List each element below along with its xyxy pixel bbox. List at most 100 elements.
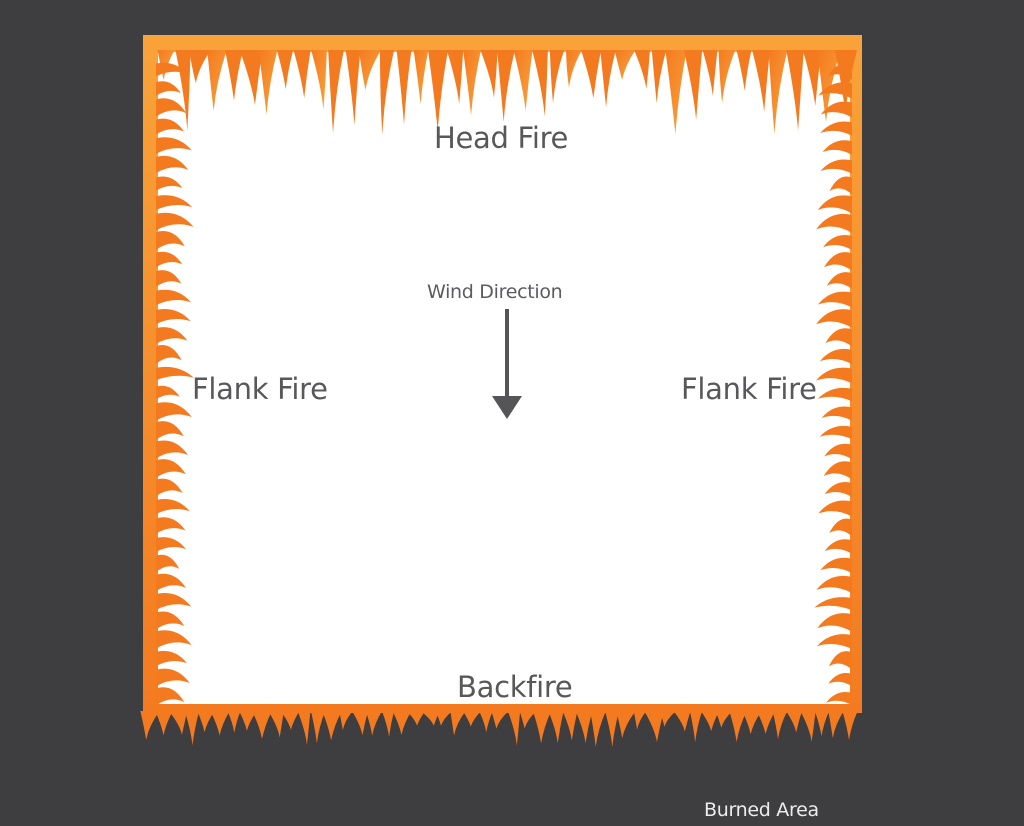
flame-tongue (673, 711, 691, 732)
flame-tongue (446, 50, 464, 104)
flame-tongue (345, 50, 361, 126)
flame-tongue (817, 195, 852, 214)
flame-tongue (379, 50, 395, 135)
flame-tongue (311, 50, 327, 110)
flame-tongue (156, 650, 187, 667)
flame-tongue (239, 711, 257, 731)
flame-tongue (816, 634, 852, 650)
flame-tongue (156, 137, 192, 154)
flame-tongue (435, 711, 453, 726)
flame-tongue (820, 159, 852, 174)
flame-tongue (665, 50, 687, 135)
flame-tongue (786, 711, 802, 733)
flame-tongue (819, 425, 852, 440)
flame-tongue (310, 711, 326, 744)
flame-tongue (175, 50, 191, 131)
flame-tongue (814, 711, 830, 737)
flame-tongue (156, 81, 181, 96)
flame-tongue (590, 711, 606, 747)
flame-tongue (786, 50, 804, 131)
flame-tongue (822, 140, 852, 155)
flame-tongue (156, 327, 188, 344)
flame-tongue (293, 50, 311, 99)
flame-tongue (817, 613, 852, 632)
flame-tongue (156, 385, 180, 400)
flame-tongue (156, 402, 192, 421)
flame-tongue (239, 50, 263, 105)
flame-tongue (140, 711, 160, 740)
flame-tongue (826, 692, 852, 706)
flame-tongue (826, 272, 852, 289)
flame-tongue (605, 711, 619, 747)
flame-tongue (392, 711, 412, 735)
flame-tongue (683, 50, 703, 120)
flame-tongue (428, 50, 448, 131)
flame-tongue (575, 711, 593, 744)
flame-tongue (184, 711, 200, 746)
flame-tongue (156, 593, 192, 610)
flame-tongue (156, 176, 183, 191)
flame-tongue (156, 62, 188, 77)
flame-tongue (548, 711, 564, 744)
flame-tongue (188, 50, 212, 84)
flame-tongue (820, 121, 852, 136)
flame-tongue (227, 711, 241, 733)
flame-tongue (842, 711, 858, 741)
flame-tongue (815, 367, 852, 384)
flame-tongue (339, 711, 353, 730)
flame-tongue (644, 711, 664, 742)
flame-tongue (718, 50, 736, 103)
left-flank-flames (156, 62, 194, 706)
flame-tongue (817, 387, 852, 402)
flame-tongue (381, 711, 395, 737)
flame-tongue (816, 575, 852, 594)
wind-direction-label: Wind Direction (427, 281, 563, 303)
flame-tongue (480, 50, 498, 98)
flame-tongue (756, 711, 776, 734)
flame-tongue (168, 711, 188, 735)
flame-tongue (197, 711, 215, 733)
flame-tongue (156, 440, 189, 459)
flame-tongue (156, 155, 189, 174)
flame-tongue (156, 366, 194, 381)
backfire-label: Backfire (457, 670, 573, 704)
flame-tongue (566, 50, 582, 88)
flame-tongue (156, 118, 184, 135)
flame-tongue (156, 270, 182, 287)
flame-tongue (297, 711, 311, 746)
flame-tongue (816, 213, 852, 233)
flame-tongue (700, 711, 720, 732)
flame-tongue (322, 711, 342, 741)
flame-tongue (479, 711, 493, 733)
flame-tongue (816, 309, 852, 328)
flame-tongue (156, 212, 194, 231)
flame-tongue (156, 289, 192, 306)
flame-tongue (328, 50, 344, 134)
flame-tongue (772, 711, 788, 740)
flame-tongue (276, 50, 294, 90)
flame-tongue (715, 711, 733, 728)
flame-tongue (507, 711, 521, 747)
flame-tongue (827, 63, 852, 80)
flame-tongue (155, 711, 173, 736)
flame-tongue (420, 711, 440, 726)
right-flank-flames (814, 63, 852, 706)
flame-tongue (156, 345, 182, 364)
flame-tongue (802, 50, 822, 106)
flame-tongue (513, 50, 533, 111)
flame-tongue (659, 711, 677, 727)
head-fire-label: Head Fire (434, 121, 569, 155)
flame-tongue (497, 50, 515, 122)
flame-tongue (824, 252, 852, 271)
flame-tongue (825, 328, 852, 347)
interior-area (158, 52, 850, 704)
flame-tongue (600, 50, 616, 108)
flame-tongue (156, 668, 190, 687)
flame-tongue (562, 711, 578, 741)
flame-tongue (814, 597, 852, 611)
flame-tongue (820, 557, 852, 574)
flame-tongue (156, 459, 186, 478)
flame-tongue (614, 50, 636, 81)
flank-fire-right-label: Flank Fire (681, 372, 817, 406)
